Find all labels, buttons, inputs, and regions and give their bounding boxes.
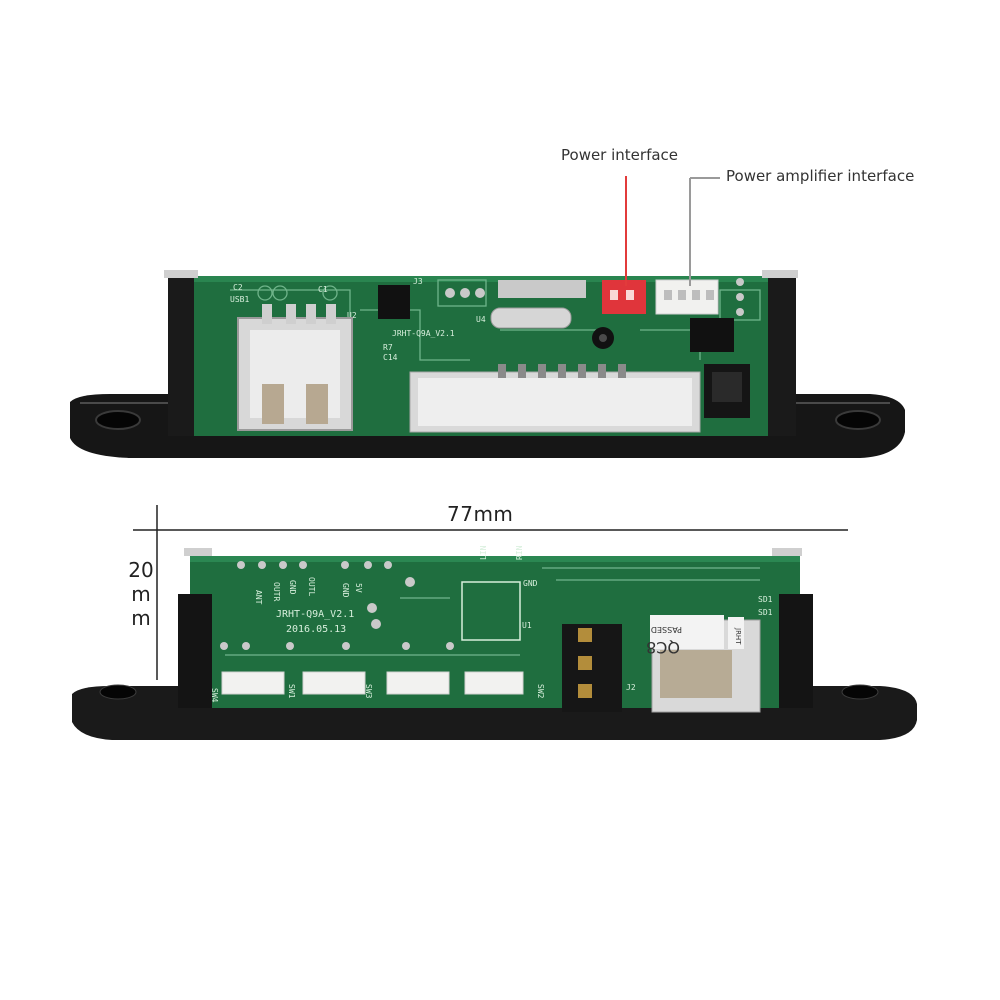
bottom-left-screw-hole xyxy=(99,684,137,700)
top-label-usb: USB1 xyxy=(230,295,249,304)
bottom-j2 xyxy=(562,624,622,712)
usb-port xyxy=(237,304,353,431)
top-label-c14: C14 xyxy=(383,353,398,362)
top-right-post xyxy=(768,276,796,436)
height-dimension-label: 20mm xyxy=(128,558,154,630)
bottom-label-u1: U1 xyxy=(522,621,532,630)
top-left-post xyxy=(168,276,194,436)
bottom-label-sd1: SD1 xyxy=(758,595,773,604)
bottom-label-lin: LIN xyxy=(479,545,488,560)
bottom-label-rin: RIN xyxy=(515,545,524,560)
bottom-label-ant: ANT xyxy=(254,590,263,605)
top-label-r7: R7 xyxy=(383,343,393,352)
bottom-u1 xyxy=(461,581,521,641)
bottom-label-gnd: GND xyxy=(288,580,297,595)
top-label-j3: J3 xyxy=(413,277,423,286)
top-label-c1: C1 xyxy=(318,285,328,294)
bottom-label-outr: OUTR xyxy=(272,582,281,601)
sw-connectors xyxy=(221,671,524,695)
top-left-screw-hole xyxy=(95,410,141,430)
bottom-label-sd2: SD1 xyxy=(758,608,773,617)
bottom-label-j2: J2 xyxy=(626,683,636,692)
top-ic-u2 xyxy=(378,285,410,319)
bottom-label-gnd3: GND xyxy=(523,579,538,588)
bottom-label-outl: OUTL xyxy=(307,577,316,596)
top-board-view: C2 USB1 C1 U2 J3 U4 JRHT-Q9A_V2.1 R7 C14 xyxy=(70,176,905,458)
top-label-u2: U2 xyxy=(347,311,357,320)
bottom-label-sw1: SW1 xyxy=(287,684,296,699)
bottom-label-date: 2016.05.13 xyxy=(286,624,346,635)
bottom-label-5v: 5V xyxy=(354,583,363,593)
power-interface-label: Power interface xyxy=(561,146,679,164)
top-label-u4: U4 xyxy=(476,315,486,324)
bottom-right-screw-hole xyxy=(841,684,879,700)
bottom-left-post xyxy=(178,594,212,708)
top-right-screw-hole xyxy=(835,410,881,430)
top-label-c2: C2 xyxy=(233,283,243,292)
top-label-model: JRHT-Q9A_V2.1 xyxy=(392,329,455,338)
bottom-board-view: ANT OUTR GND OUTL GND 5V JRHT-Q9A_V2.1 2… xyxy=(72,545,917,740)
bottom-label-model: JRHT-Q9A_V2.1 xyxy=(276,609,354,620)
passed-sticker xyxy=(650,615,724,649)
ribbon-connector-top xyxy=(498,280,586,298)
bottom-label-sw4: SW4 xyxy=(210,688,219,703)
bottom-label-gnd2: GND xyxy=(341,583,350,598)
power-connector xyxy=(602,280,646,314)
top-ic-main xyxy=(690,318,734,352)
bottom-label-sw2: SW2 xyxy=(536,684,545,699)
power-amplifier-interface-label: Power amplifier interface xyxy=(726,167,915,185)
crystal xyxy=(490,307,572,329)
qc-label: QC8 xyxy=(646,638,680,657)
brand-label: JRHT xyxy=(734,627,742,645)
width-dimension-label: 77mm xyxy=(447,502,514,526)
passed-label: PASSED xyxy=(651,625,682,634)
bottom-right-post xyxy=(779,594,813,708)
bottom-label-sw3: SW3 xyxy=(364,684,373,699)
